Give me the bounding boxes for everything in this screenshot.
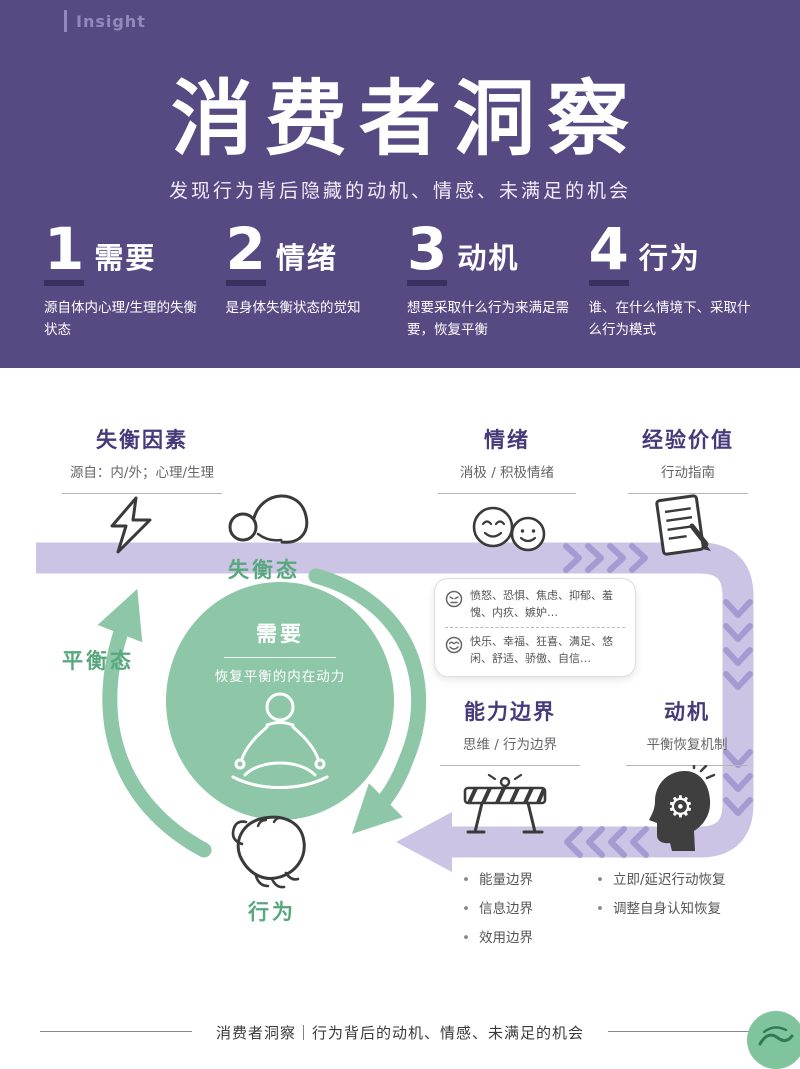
section-title: 经验价值 xyxy=(642,428,734,452)
negative-face-icon xyxy=(445,590,463,608)
section-capability-boundary: 能力边界 思维 / 行为边界 xyxy=(440,696,580,766)
section-title: 情绪 xyxy=(484,428,530,452)
state-behavior-label: 行为 xyxy=(248,900,296,924)
pillar-head: 2 情绪 xyxy=(225,220,392,287)
document-icon xyxy=(655,494,711,556)
positive-emotions-row: 快乐、幸福、狂喜、满足、悠闲、舒适、骄傲、自信… xyxy=(445,634,625,667)
pillar-label: 情绪 xyxy=(275,241,338,276)
footer-line-right xyxy=(608,1031,760,1032)
section-experience-value: 经验价值 行动指南 xyxy=(628,424,748,494)
pillar-head: 1 需要 xyxy=(44,220,210,287)
footer-line-left xyxy=(40,1031,192,1032)
tag-label: Insight xyxy=(76,11,146,31)
need-title: 需要 xyxy=(256,622,304,646)
pillar-emotion: 2 情绪 是身体失衡状态的觉知 xyxy=(225,220,408,342)
emotions-box: 愤怒、恐惧、焦虑、抑郁、羞愧、内疚、嫉妒… 快乐、幸福、狂喜、满足、悠闲、舒适、… xyxy=(434,578,636,677)
pillar-head: 4 行为 xyxy=(588,220,755,287)
pillar-label: 需要 xyxy=(94,241,157,276)
section-sub: 消极 / 积极情绪 xyxy=(459,465,555,481)
pillar-desc: 想要采取什么行为来满足需要，恢复平衡 xyxy=(407,300,569,338)
hero-section: Insight 消费者洞察 发现行为背后隐藏的动机、情感、未满足的机会 1 需要… xyxy=(0,0,800,368)
pillar-desc: 谁、在什么情境下、采取什么行为模式 xyxy=(588,300,751,338)
pillar-label: 动机 xyxy=(457,241,520,276)
section-title: 失衡因素 xyxy=(96,428,188,452)
section-title: 动机 xyxy=(664,700,710,724)
pillars-row: 1 需要 源自体内心理/生理的失衡状态 2 情绪 是身体失衡状态的觉知 3 动机… xyxy=(44,220,771,342)
watermark-logo xyxy=(747,1011,800,1069)
need-divider xyxy=(224,657,336,658)
list-item: 调整自身认知恢复 xyxy=(596,897,726,917)
flow-arrowhead-left xyxy=(396,812,452,872)
section-sub: 平衡恢复机制 xyxy=(646,737,728,753)
page-title: 消费者洞察 xyxy=(170,72,641,167)
section-sub: 思维 / 行为边界 xyxy=(462,737,558,753)
smileys-icon xyxy=(472,506,546,552)
head-gear-icon: ⚙ xyxy=(649,765,716,851)
list-item: 效用边界 xyxy=(462,926,533,946)
page-subtitle: 发现行为背后隐藏的动机、情感、未满足的机会 xyxy=(168,180,631,202)
lightning-icon xyxy=(110,496,152,554)
pillar-behavior: 4 行为 谁、在什么情境下、采取什么行为模式 xyxy=(588,220,771,342)
footer-text: 消费者洞察｜行为背后的动机、情感、未满足的机会 xyxy=(215,1024,584,1042)
section-title: 能力边界 xyxy=(464,700,556,724)
need-circle: 需要 恢复平衡的内在动力 xyxy=(166,582,394,820)
pillar-label: 行为 xyxy=(638,241,701,276)
motivation-list: 立即/延迟行动恢复 调整自身认知恢复 xyxy=(596,868,726,926)
need-sub: 恢复平衡的内在动力 xyxy=(214,669,346,685)
gear-icon: ⚙ xyxy=(667,790,694,825)
section-sub: 源自：内/外；心理/生理 xyxy=(69,465,215,481)
section-motivation: 动机 平衡恢复机制 xyxy=(626,696,748,766)
list-item: 立即/延迟行动恢复 xyxy=(596,868,726,888)
section-imbalance-factors: 失衡因素 源自：内/外；心理/生理 xyxy=(62,424,222,494)
list-item: 能量边界 xyxy=(462,868,533,888)
pillar-desc: 是身体失衡状态的觉知 xyxy=(225,300,361,317)
pillar-number: 3 xyxy=(407,220,448,287)
meditation-icon xyxy=(231,692,329,789)
list-item: 信息边界 xyxy=(462,897,533,917)
pillar-desc: 源自体内心理/生理的失衡状态 xyxy=(44,300,198,338)
barrier-icon xyxy=(463,774,547,834)
bowing-person-icon xyxy=(228,494,309,544)
pillar-number: 2 xyxy=(225,220,266,287)
section-emotion: 情绪 消极 / 积极情绪 xyxy=(438,424,576,494)
state-imbalanced-label: 失衡态 xyxy=(228,558,300,582)
pillar-number: 1 xyxy=(44,220,85,287)
state-balanced-label: 平衡态 xyxy=(62,649,134,673)
negative-emotions-row: 愤怒、恐惧、焦虑、抑郁、羞愧、内疚、嫉妒… xyxy=(445,588,625,621)
pillar-number: 4 xyxy=(588,220,629,287)
tag-bar xyxy=(64,10,67,32)
insight-tag: Insight xyxy=(64,10,146,32)
emotions-divider xyxy=(445,627,625,628)
pillar-motivation: 3 动机 想要采取什么行为来满足需要，恢复平衡 xyxy=(407,220,589,342)
positive-face-icon xyxy=(445,636,463,654)
section-sub: 行动指南 xyxy=(661,465,715,481)
hand-icon xyxy=(231,815,306,889)
positive-emotions-text: 快乐、幸福、狂喜、满足、悠闲、舒适、骄傲、自信… xyxy=(470,635,613,665)
pillar-head: 3 动机 xyxy=(407,220,573,287)
negative-emotions-text: 愤怒、恐惧、焦虑、抑郁、羞愧、内疚、嫉妒… xyxy=(470,589,613,619)
capability-boundary-list: 能量边界 信息边界 效用边界 xyxy=(462,868,533,955)
pillar-need: 1 需要 源自体内心理/生理的失衡状态 xyxy=(44,220,226,342)
